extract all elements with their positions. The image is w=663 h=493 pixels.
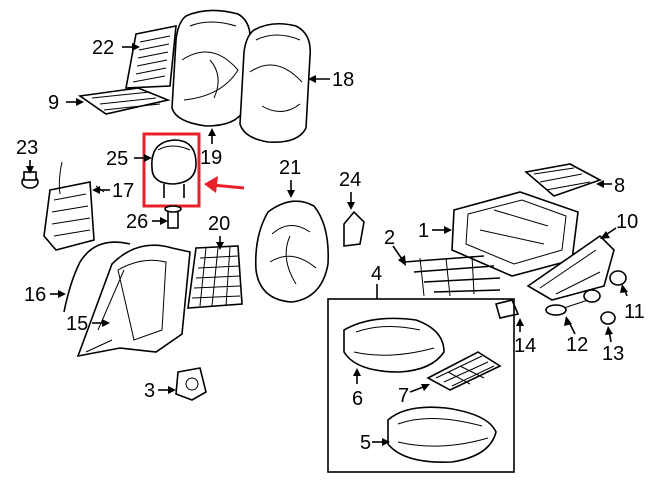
callout-5: 5	[360, 432, 371, 454]
callout-11: 11	[624, 301, 645, 323]
part-5-cushion-foam	[387, 406, 497, 463]
callout-14: 14	[514, 335, 536, 357]
part-22-back-panel	[125, 25, 177, 89]
part-20-mesh	[187, 245, 243, 309]
part-15-back-frame	[76, 244, 191, 358]
callout-21: 21	[279, 157, 301, 179]
callout-4: 4	[371, 263, 382, 285]
callout-20: 20	[208, 213, 230, 235]
callout-23: 23	[16, 137, 38, 159]
part-14-connector	[495, 299, 520, 319]
callout-22: 22	[92, 37, 114, 59]
callout-6: 6	[352, 388, 363, 410]
callout-8: 8	[614, 175, 625, 197]
part-1-seat-frame	[451, 191, 579, 277]
part-18-back-cover-rear	[239, 22, 312, 144]
callout-25: 25	[106, 148, 128, 170]
callout-labels: 22 9 18 23 25 19 17 21 24 8 26 20 1 10 2…	[16, 37, 645, 454]
part-16-wire	[63, 241, 131, 313]
part-2-harness	[403, 255, 501, 297]
callout-7: 7	[398, 385, 409, 407]
part-3-bracket	[175, 367, 207, 401]
part-13-cap	[600, 311, 616, 325]
part-19-back-cover	[171, 9, 252, 127]
callout-24: 24	[339, 169, 361, 191]
callout-2: 2	[384, 227, 395, 249]
callout-3: 3	[144, 380, 155, 402]
callout-9: 9	[48, 92, 59, 114]
part-25-headrest	[151, 139, 197, 198]
callout-19: 19	[200, 147, 222, 169]
part-7-mat	[426, 351, 502, 391]
part-11-cap	[609, 270, 627, 286]
callout-17: 17	[112, 180, 134, 202]
callout-26: 26	[126, 211, 148, 233]
part-4-group-box	[327, 298, 515, 473]
highlight-arrow	[204, 176, 245, 193]
part-8-cushion-pad	[524, 163, 602, 197]
part-24-cover	[343, 210, 365, 247]
callout-1: 1	[418, 220, 429, 242]
part-17-back-frame	[43, 161, 105, 251]
part-10-side-trim	[526, 234, 615, 301]
part-23-knob	[21, 171, 39, 189]
callout-10: 10	[616, 211, 638, 233]
part-6-cushion-cover	[343, 317, 445, 373]
callout-15: 15	[66, 313, 88, 335]
part-26-guide	[164, 205, 182, 229]
part-12-clip	[545, 289, 601, 316]
part-21-side-cover	[254, 200, 330, 303]
callout-13: 13	[602, 343, 624, 365]
callout-18: 18	[332, 69, 354, 91]
callout-12: 12	[566, 334, 588, 356]
callout-16: 16	[24, 284, 46, 306]
part-9-heater-pad	[77, 87, 171, 115]
leader-lines	[26, 43, 628, 446]
